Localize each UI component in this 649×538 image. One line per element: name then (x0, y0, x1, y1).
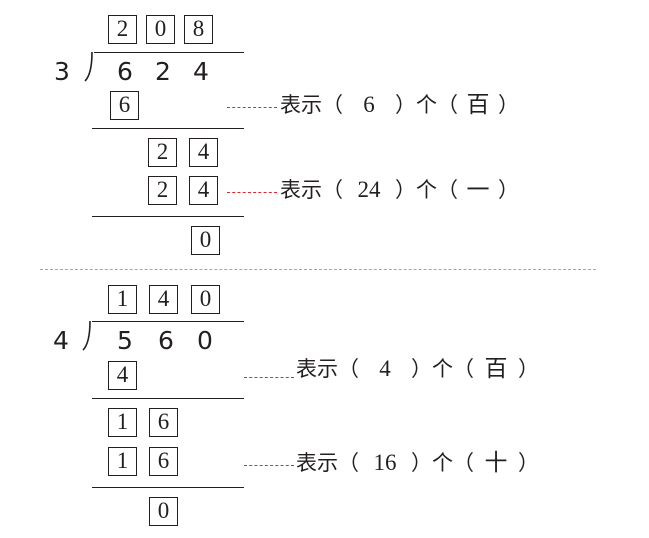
annotation-leader-line (244, 377, 294, 378)
annotation-suffix: ） (498, 178, 519, 202)
dividend-digit: 0 (197, 326, 213, 355)
quotient-digit-box: 4 (149, 285, 178, 314)
annotation-unit: 百 (484, 356, 508, 381)
partial-dividend-box: 4 (189, 138, 218, 167)
annotation-hundreds: 表示（ 6 ）个（ 百 ） (280, 91, 519, 119)
partial-product-box: 1 (108, 447, 137, 476)
annotation-middle: ）个（ (411, 451, 474, 475)
annotation-suffix: ） (518, 357, 539, 381)
annotation-ones: 表示（ 24 ）个（ 一 ） (280, 176, 519, 204)
annotation-unit: 十 (484, 450, 508, 475)
annotation-value: 24 (357, 177, 381, 202)
quotient-digit-box: 0 (191, 285, 220, 314)
annotation-value: 6 (363, 92, 375, 117)
subtraction-line (92, 128, 244, 129)
annotation-unit: 一 (466, 177, 490, 202)
partial-product-box: 4 (108, 361, 137, 390)
partial-product-box: 4 (189, 176, 218, 205)
division-bracket (82, 321, 91, 351)
subtraction-line (92, 487, 244, 488)
divisor: 3 (54, 57, 70, 86)
quotient-digit-box: 0 (146, 15, 175, 44)
annotation-value: 4 (379, 356, 391, 381)
dividend-digit: 6 (158, 326, 174, 355)
annotation-prefix: 表示（ (280, 178, 343, 202)
dividend-digit: 6 (117, 57, 133, 86)
division-bar (92, 321, 244, 322)
annotation-hundreds: 表示（ 4 ）个（ 百 ） (296, 355, 539, 383)
annotation-middle: ）个（ (395, 178, 458, 202)
annotation-prefix: 表示（ (280, 93, 343, 117)
divisor: 4 (53, 326, 69, 355)
annotation-middle: ）个（ (395, 93, 458, 117)
partial-dividend-box: 6 (149, 408, 178, 437)
division-bar (94, 52, 244, 53)
remainder-box: 0 (149, 497, 178, 526)
dividend-digit: 2 (155, 57, 171, 86)
partial-dividend-box: 1 (108, 408, 137, 437)
annotation-leader-line (227, 107, 277, 108)
annotation-unit: 百 (466, 92, 490, 117)
quotient-digit-box: 8 (184, 15, 213, 44)
annotation-suffix: ） (518, 451, 539, 475)
dividend-digit: 4 (193, 57, 209, 86)
annotation-leader-line (244, 465, 294, 466)
partial-product-box: 6 (110, 91, 139, 120)
partial-dividend-box: 2 (148, 138, 177, 167)
annotation-value: 16 (373, 450, 397, 475)
annotation-leader-line (227, 192, 277, 193)
annotation-prefix: 表示（ (296, 357, 359, 381)
partial-product-box: 2 (148, 176, 177, 205)
annotation-tens: 表示（ 16 ）个（ 十 ） (296, 449, 539, 477)
annotation-middle: ）个（ (411, 357, 474, 381)
annotation-suffix: ） (498, 93, 519, 117)
partial-product-box: 6 (149, 447, 178, 476)
subtraction-line (92, 398, 244, 399)
quotient-digit-box: 1 (108, 285, 137, 314)
problem-separator (40, 269, 596, 270)
dividend-digit: 5 (117, 326, 133, 355)
division-bracket (84, 52, 93, 82)
quotient-digit-box: 2 (108, 15, 137, 44)
subtraction-line (92, 216, 244, 217)
annotation-prefix: 表示（ (296, 451, 359, 475)
remainder-box: 0 (191, 226, 220, 255)
